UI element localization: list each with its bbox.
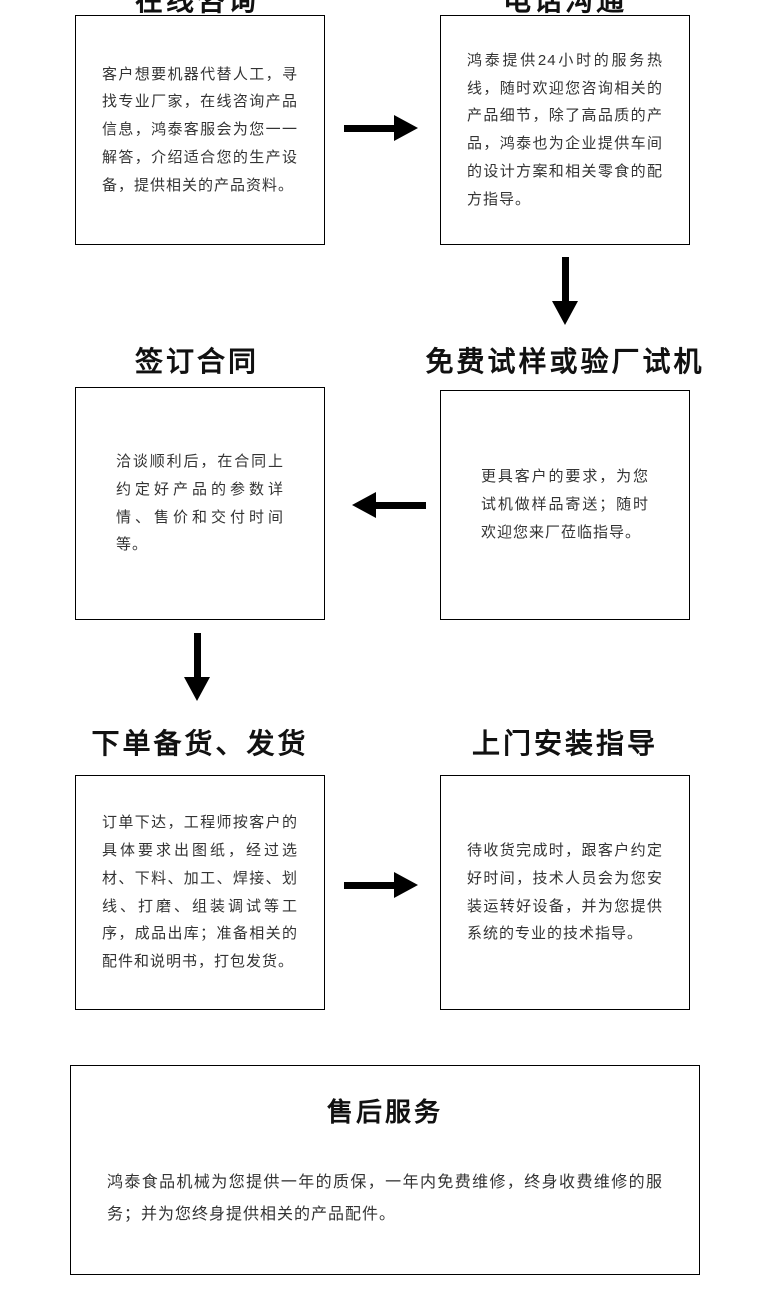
step2-box: 鸿泰提供24小时的服务热线，随时欢迎您咨询相关的产品细节，除了高品质的产品，鸿泰… [440,15,690,245]
step3-title: 签订合同 [134,346,259,377]
step1-text: 客户想要机器代替人工，寻找专业厂家，在线咨询产品信息，鸿泰客服会为您一一解答，介… [102,65,298,194]
step5-text: 订单下达，工程师按客户的具体要求出图纸，经过选材、下料、加工、焊接、划线、打磨、… [102,814,298,970]
step4-text: 更具客户的要求，为您试机做样品寄送；随时欢迎您来厂莅临指导。 [481,468,649,541]
arrow-step1-to-step2 [344,115,418,141]
arrow-shaft [561,257,569,301]
step6-title: 上门安装指导 [471,728,658,759]
arrow-head-right-icon [394,872,418,898]
after-sales-box: 售后服务 鸿泰食品机械为您提供一年的质保，一年内免费维修，终身收费维修的服务；并… [70,1065,700,1275]
step1-box: 客户想要机器代替人工，寻找专业厂家，在线咨询产品信息，鸿泰客服会为您一一解答，介… [75,15,325,245]
arrow-step4-to-step3 [352,492,426,518]
arrow-shaft [193,633,201,677]
after-sales-title: 售后服务 [326,1097,443,1127]
after-sales-text: 鸿泰食品机械为您提供一年的质保，一年内免费维修，终身收费维修的服务；并为您终身提… [107,1174,663,1223]
arrow-shaft [344,124,394,132]
step6-box: 待收货完成时，跟客户约定好时间，技术人员会为您安装运转好设备，并为您提供系统的专… [440,775,690,1010]
step3-box: 洽谈顺利后，在合同上约定好产品的参数详情、售价和交付时间等。 [75,387,325,620]
arrow-head-right-icon [394,115,418,141]
step3-text: 洽谈顺利后，在合同上约定好产品的参数详情、售价和交付时间等。 [116,453,284,554]
step1-title-clipped: 在线咨询 [134,0,259,16]
arrow-head-down-icon [552,301,578,325]
arrow-head-left-icon [352,492,376,518]
step2-title-clipped: 电话沟通 [502,0,627,16]
arrow-step3-to-step5 [184,633,210,701]
arrow-step2-to-step4 [552,257,578,325]
arrow-step5-to-step6 [344,872,418,898]
arrow-shaft [376,501,426,509]
step4-title: 免费试样或验厂试机 [425,346,705,377]
arrow-shaft [344,881,394,889]
step6-text: 待收货完成时，跟客户约定好时间，技术人员会为您安装运转好设备，并为您提供系统的专… [467,842,663,943]
step5-box: 订单下达，工程师按客户的具体要求出图纸，经过选材、下料、加工、焊接、划线、打磨、… [75,775,325,1010]
arrow-head-down-icon [184,677,210,701]
step4-box: 更具客户的要求，为您试机做样品寄送；随时欢迎您来厂莅临指导。 [440,390,690,620]
step2-text: 鸿泰提供24小时的服务热线，随时欢迎您咨询相关的产品细节，除了高品质的产品，鸿泰… [467,51,663,208]
step5-title: 下单备货、发货 [91,728,309,759]
